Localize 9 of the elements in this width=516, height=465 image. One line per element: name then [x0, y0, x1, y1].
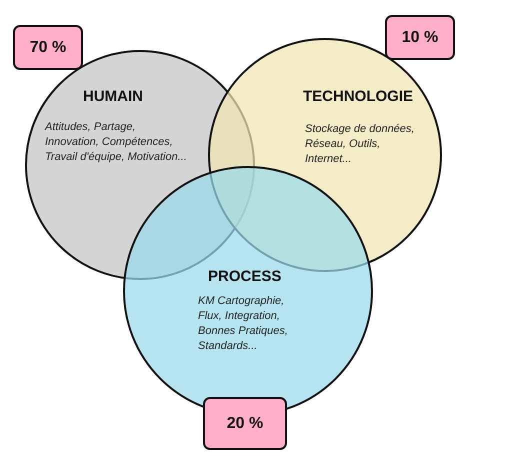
percentage-badge: 10 % — [385, 15, 455, 60]
circle-heading: TECHNOLOGIE — [303, 88, 414, 105]
circle-description: Stockage de données, Réseau, Outils, Internet... — [305, 122, 416, 167]
circle-description: KM Cartographie, Flux, Integration, Bonnes Pratiques, Standards... — [198, 294, 289, 354]
circle-description: Attitudes, Partage, Innovation, Compétences, Travail d'équipe, Motivation... — [45, 120, 187, 165]
percentage-badge: 70 % — [13, 25, 83, 70]
circle-heading: PROCESS — [208, 268, 282, 285]
circle-heading: HUMAIN — [83, 88, 143, 105]
percentage-badge: 20 % — [203, 397, 287, 450]
